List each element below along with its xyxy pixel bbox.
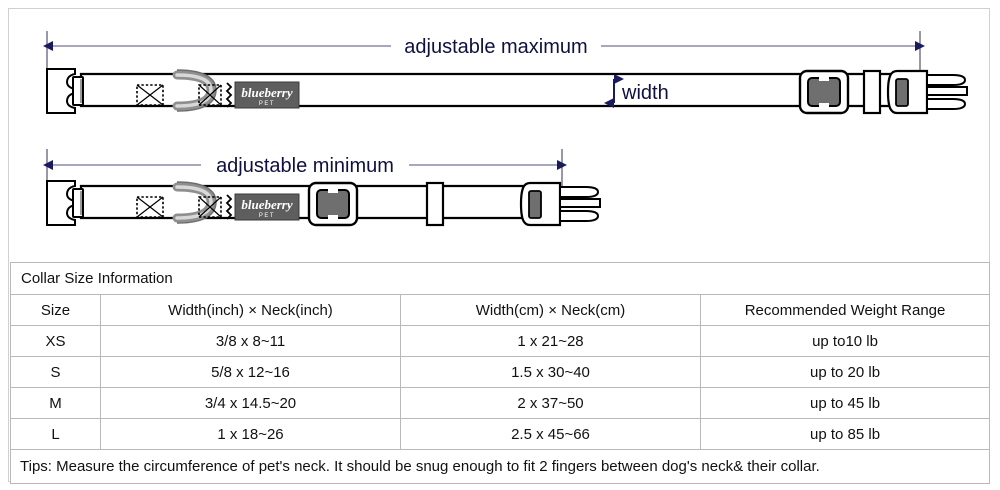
cell-inch: 1 x 18~26	[100, 418, 401, 450]
male-prong-middle-min	[559, 198, 601, 208]
cell-cm: 1 x 21~28	[400, 325, 701, 357]
stitch-box-right-rect-max	[198, 84, 222, 106]
collar-max: blueberry PET	[46, 68, 968, 115]
slider-top-gap-min	[328, 188, 338, 193]
brand-label-max: blueberry PET	[234, 81, 300, 109]
male-prong-middle-max	[926, 86, 968, 96]
max-dimension-group: adjustable maximum	[43, 31, 925, 71]
brand-label-bg-max	[234, 81, 300, 109]
male-prong-bottom-max	[926, 98, 967, 110]
keeper-loop-min	[425, 181, 445, 227]
female-buckle-max	[46, 68, 84, 114]
table-tips: Tips: Measure the circumference of pet's…	[9, 449, 991, 484]
stitch-box-left-rect-min	[136, 196, 164, 218]
male-buckle-slot-min	[528, 190, 542, 219]
max-dimension-label: adjustable maximum	[404, 36, 587, 58]
stitch-box-left-min	[136, 196, 164, 218]
min-dimension-label: adjustable minimum	[216, 155, 394, 177]
zigzag-stitch-max	[225, 82, 233, 108]
male-prong-top-max	[926, 74, 967, 86]
male-prong-top-min	[559, 186, 600, 198]
d-ring-highlight-max	[175, 73, 213, 108]
table-title: Collar Size Information	[9, 262, 991, 295]
table-row: L 1 x 18~26 2.5 x 45~66 up to 85 lb	[10, 418, 991, 450]
slider-adjuster-min	[307, 181, 359, 227]
stitch-box-right-min	[198, 196, 222, 218]
keeper-loop-max	[862, 69, 882, 115]
stitch-box-right-rect-min	[198, 196, 222, 218]
male-buckle-min	[519, 181, 601, 227]
zigzag-stitch-min	[225, 194, 233, 220]
table-tips-row: Tips: Measure the circumference of pet's…	[9, 449, 991, 484]
slider-adjuster-max	[798, 69, 850, 115]
slider-inner-min	[316, 189, 350, 219]
width-dimension-label: width	[621, 82, 669, 104]
stitch-x2-b-min	[198, 196, 222, 218]
stitch-box-left-max	[136, 84, 164, 106]
brand-label-text-min: blueberry	[241, 197, 293, 212]
collar-diagram: adjustable maximum	[9, 9, 989, 259]
cell-inch: 5/8 x 12~16	[100, 356, 401, 388]
brand-label-sub-min: PET	[259, 213, 275, 219]
table-row: XS 3/8 x 8~11 1 x 21~28 up to10 lb	[10, 325, 991, 357]
stitch-box-left-rect-max	[136, 84, 164, 106]
brand-label-bg-min	[234, 193, 300, 221]
col-header-inch: Width(inch) × Neck(inch)	[100, 294, 401, 326]
buckle-female-shell-max	[46, 68, 76, 114]
brand-label-sub-max: PET	[259, 101, 275, 107]
male-buckle-slot-max	[895, 78, 909, 107]
cell-weight: up to 85 lb	[699, 418, 991, 450]
width-dimension-group: width	[604, 74, 669, 108]
collar-size-table: Collar Size Information Size Width(inch)…	[9, 262, 991, 484]
slider-inner-max	[807, 77, 841, 107]
cell-weight: up to 20 lb	[699, 356, 991, 388]
brand-label-text-max: blueberry	[241, 85, 293, 100]
cell-cm: 1.5 x 30~40	[400, 356, 701, 388]
brand-label-min: blueberry PET	[234, 193, 300, 221]
slider-bottom-gap-min	[328, 215, 338, 220]
stitch-x-b-max	[136, 84, 164, 106]
female-buckle-min	[46, 180, 84, 226]
col-header-size: Size	[10, 294, 101, 326]
cell-size: XS	[10, 325, 101, 357]
d-ring-highlight-min	[175, 185, 213, 220]
cell-inch: 3/4 x 14.5~20	[100, 387, 401, 419]
table-row: S 5/8 x 12~16 1.5 x 30~40 up to 20 lb	[10, 356, 991, 388]
col-header-cm: Width(cm) × Neck(cm)	[400, 294, 701, 326]
slider-top-gap-max	[819, 76, 829, 81]
cell-weight: up to 45 lb	[699, 387, 991, 419]
stitch-x-b-min	[136, 196, 164, 218]
stitch-box-right-max	[198, 84, 222, 106]
collar-diagram-svg: adjustable maximum	[43, 31, 968, 227]
slider-bottom-gap-max	[819, 103, 829, 108]
min-dimension-group: adjustable minimum	[43, 149, 567, 191]
stitch-x2-b-max	[198, 84, 222, 106]
table-title-row: Collar Size Information	[9, 262, 991, 295]
male-prong-bottom-min	[559, 210, 600, 222]
cell-cm: 2 x 37~50	[400, 387, 701, 419]
collar-min: blueberry PET	[46, 180, 601, 227]
cell-size: L	[10, 418, 101, 450]
cell-size: S	[10, 356, 101, 388]
cell-weight: up to10 lb	[699, 325, 991, 357]
cell-size: M	[10, 387, 101, 419]
table-header-row: Size Width(inch) × Neck(inch) Width(cm) …	[10, 294, 991, 326]
cell-cm: 2.5 x 45~66	[400, 418, 701, 450]
col-header-weight: Recommended Weight Range	[699, 294, 991, 326]
cell-inch: 3/8 x 8~11	[100, 325, 401, 357]
table-row: M 3/4 x 14.5~20 2 x 37~50 up to 45 lb	[10, 387, 991, 419]
male-buckle-max	[886, 69, 968, 115]
buckle-female-shell-min	[46, 180, 76, 226]
